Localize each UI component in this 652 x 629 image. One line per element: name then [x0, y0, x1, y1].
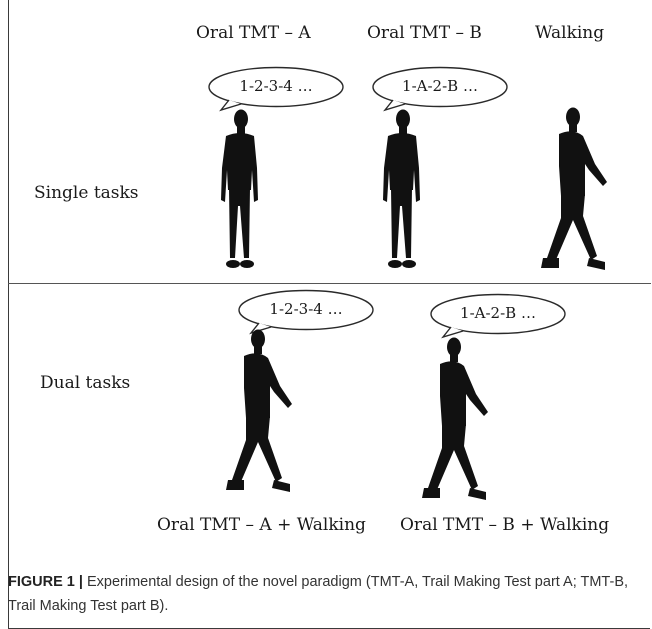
speech-bubble-single-a: 1-2-3-4 … [207, 66, 345, 112]
condition-label-tmt-b-walking: Oral TMT – B + Walking [400, 515, 610, 535]
section-divider [8, 283, 651, 284]
bubble-text-single-a: 1-2-3-4 … [239, 77, 313, 95]
walking-person-icon [541, 107, 607, 270]
row-label-single-tasks: Single tasks [34, 183, 139, 203]
figure-caption: FIGURE 1 | Experimental design of the no… [8, 570, 638, 618]
walking-person-icon-dual-a [226, 329, 292, 492]
bubble-text-dual-a: 1-2-3-4 … [269, 300, 343, 318]
walking-person-icon-dual-b [422, 337, 488, 500]
caption-text: Experimental design of the novel paradig… [8, 574, 629, 614]
bubble-text-single-b: 1-A-2-B … [402, 77, 478, 95]
speech-bubble-dual-b: 1-A-2-B … [429, 293, 567, 339]
speech-bubble-single-b: 1-A-2-B … [371, 66, 509, 112]
bubble-text-dual-b: 1-A-2-B … [460, 304, 536, 322]
column-header-oral-tmt-b: Oral TMT – B [367, 23, 482, 43]
column-header-oral-tmt-a: Oral TMT – A [196, 23, 311, 43]
standing-person-icon-a [221, 109, 258, 268]
caption-label: FIGURE 1 | [8, 574, 83, 590]
condition-label-tmt-a-walking: Oral TMT – A + Walking [157, 515, 366, 535]
column-header-walking: Walking [535, 23, 605, 43]
standing-person-icon-b [383, 109, 420, 268]
speech-bubble-dual-a: 1-2-3-4 … [237, 289, 375, 335]
row-label-dual-tasks: Dual tasks [40, 373, 131, 393]
